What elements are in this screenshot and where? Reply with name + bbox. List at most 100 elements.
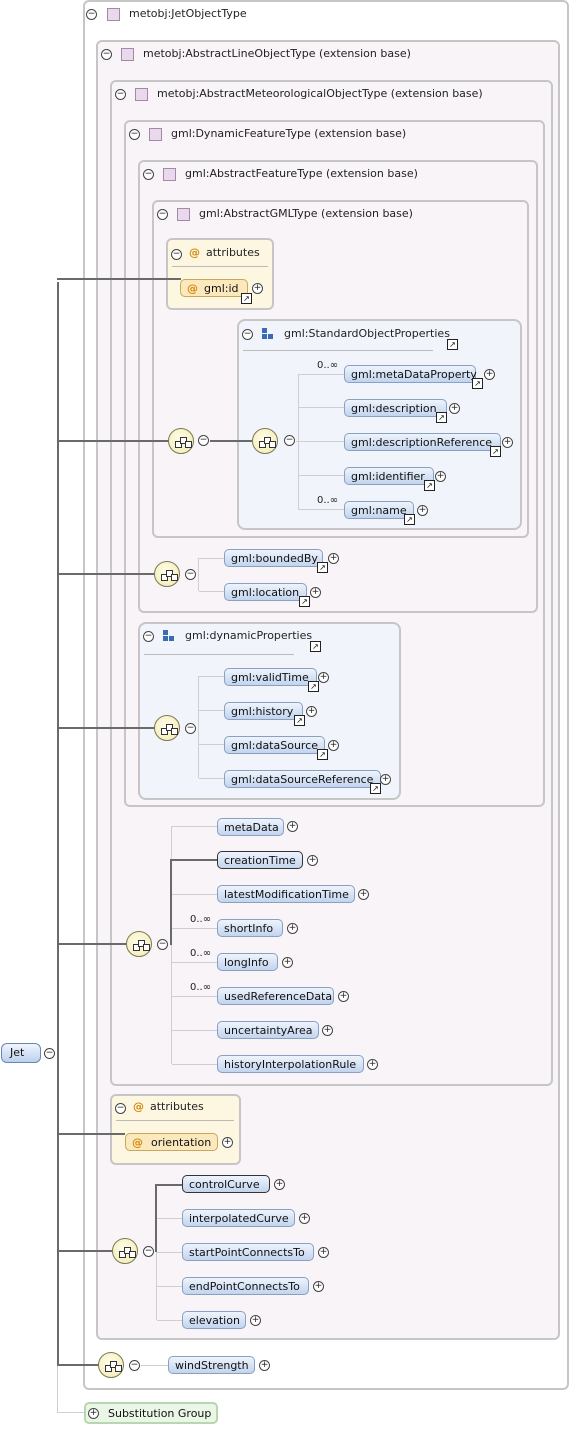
element-startpointconnectsto[interactable]: startPointConnectsTo (182, 1243, 314, 1261)
collapse-icon[interactable]: − (44, 1048, 55, 1059)
expand-icon[interactable]: + (259, 1360, 270, 1371)
element-gml-descriptionreference[interactable]: gml:descriptionReference (344, 433, 501, 451)
collapse-icon[interactable]: − (143, 1246, 154, 1257)
expand-icon[interactable]: + (318, 1247, 329, 1258)
collapse-icon[interactable]: − (185, 723, 196, 734)
element-latestmodificationtime[interactable]: latestModificationTime (217, 885, 355, 903)
expand-icon[interactable]: + (328, 740, 339, 751)
reference-arrow-icon[interactable]: ↗ (241, 293, 252, 304)
expand-icon[interactable]: + (306, 706, 317, 717)
collapse-icon[interactable]: − (129, 129, 140, 140)
expand-icon[interactable]: + (274, 1179, 285, 1190)
attribute-at-icon: @ (189, 246, 200, 259)
attribute-orientation[interactable]: @ orientation (125, 1133, 218, 1151)
collapse-icon[interactable]: − (185, 569, 196, 580)
collapse-icon[interactable]: − (129, 1360, 140, 1371)
element-creationtime[interactable]: creationTime (217, 851, 303, 869)
element-gml-datasourcereference[interactable]: gml:dataSourceReference (224, 770, 381, 788)
attr-name: orientation (151, 1136, 212, 1149)
element-longinfo[interactable]: longInfo (217, 953, 278, 971)
element-gml-history[interactable]: gml:history (224, 702, 303, 720)
collapse-icon[interactable]: − (284, 435, 295, 446)
expand-icon[interactable]: + (449, 403, 460, 414)
reference-arrow-icon[interactable]: ↗ (447, 339, 458, 350)
element-gml-description[interactable]: gml:description (344, 399, 447, 417)
element-gml-boundedby[interactable]: gml:boundedBy (224, 549, 323, 567)
reference-arrow-icon[interactable]: ↗ (308, 681, 319, 692)
collapse-icon[interactable]: − (143, 631, 154, 642)
attribute-gml-id[interactable]: @gml:id (180, 279, 248, 297)
collapse-icon[interactable]: − (157, 209, 168, 220)
connector (59, 1133, 125, 1135)
occurs-label: 0..∞ (317, 495, 339, 506)
expand-icon[interactable]: + (358, 889, 369, 900)
root-element-jet[interactable]: Jet (1, 1043, 41, 1063)
expand-icon[interactable]: + (287, 821, 298, 832)
expand-icon[interactable]: + (328, 553, 339, 564)
element-gml-datasource[interactable]: gml:dataSource (224, 736, 325, 754)
expand-icon[interactable]: + (310, 587, 321, 598)
element-historyinterpolationrule[interactable]: historyInterpolationRule (217, 1055, 364, 1073)
expand-icon[interactable]: + (380, 774, 391, 785)
expand-icon[interactable]: + (282, 957, 293, 968)
element-gml-name[interactable]: gml:name (344, 501, 414, 519)
element-usedreferencedata[interactable]: usedReferenceData (217, 987, 334, 1005)
element-windstrength[interactable]: windStrength (168, 1356, 255, 1374)
reference-arrow-icon[interactable]: ↗ (294, 715, 305, 726)
sequence-compositor-icon (168, 428, 194, 454)
expand-icon[interactable]: + (222, 1137, 233, 1148)
substitution-group[interactable]: Substitution Group (84, 1402, 218, 1424)
reference-arrow-icon[interactable]: ↗ (436, 412, 447, 423)
branch-connector (299, 475, 344, 476)
expand-icon[interactable]: + (313, 1281, 324, 1292)
collapse-icon[interactable]: − (115, 1103, 126, 1114)
reference-arrow-icon[interactable]: ↗ (317, 749, 328, 760)
reference-arrow-icon[interactable]: ↗ (370, 783, 381, 794)
expand-icon[interactable]: + (484, 369, 495, 380)
reference-arrow-icon[interactable]: ↗ (299, 596, 310, 607)
collapse-icon[interactable]: − (101, 49, 112, 60)
element-interpolatedcurve[interactable]: interpolatedCurve (182, 1209, 295, 1227)
expand-icon[interactable]: + (252, 283, 263, 294)
collapse-icon[interactable]: − (86, 9, 97, 20)
element-gml-identifier[interactable]: gml:identifier (344, 467, 434, 485)
expand-icon[interactable]: + (435, 471, 446, 482)
element-gml-metadataproperty[interactable]: gml:metaDataProperty (344, 365, 477, 383)
collapse-icon[interactable]: − (115, 89, 126, 100)
collapse-icon[interactable]: − (157, 939, 168, 950)
element-metadata[interactable]: metaData (217, 818, 284, 836)
element-gml-validtime[interactable]: gml:validTime (224, 668, 317, 686)
element-gml-location[interactable]: gml:location (224, 583, 307, 601)
reference-arrow-icon[interactable]: ↗ (404, 514, 415, 525)
expand-icon[interactable]: + (338, 991, 349, 1002)
expand-icon[interactable]: + (502, 437, 513, 448)
element-shortinfo[interactable]: shortInfo (217, 919, 283, 937)
reference-arrow-icon[interactable]: ↗ (424, 480, 435, 491)
collapse-icon[interactable]: − (242, 329, 253, 340)
collapse-icon[interactable]: − (143, 169, 154, 180)
reference-arrow-icon[interactable]: ↗ (310, 641, 321, 652)
expand-icon[interactable]: + (250, 1315, 261, 1326)
element-elevation[interactable]: elevation (182, 1311, 246, 1329)
element-controlcurve[interactable]: controlCurve (182, 1175, 270, 1193)
reference-arrow-icon[interactable]: ↗ (472, 378, 483, 389)
element-uncertaintyarea[interactable]: uncertaintyArea (217, 1021, 319, 1039)
expand-icon[interactable]: + (417, 505, 428, 516)
expand-icon[interactable]: + (307, 855, 318, 866)
reference-arrow-icon[interactable]: ↗ (317, 562, 328, 573)
expand-icon[interactable]: + (367, 1059, 378, 1070)
branch-connector (199, 744, 224, 745)
expand-icon[interactable]: + (88, 1408, 99, 1419)
collapse-icon[interactable]: − (198, 435, 209, 446)
expand-icon[interactable]: + (322, 1025, 333, 1036)
collapse-icon[interactable]: − (171, 249, 182, 260)
expand-icon[interactable]: + (318, 672, 329, 683)
attr-at: @ (132, 1136, 143, 1149)
reference-arrow-icon[interactable]: ↗ (490, 446, 501, 457)
attributes-title: attributes (206, 246, 260, 259)
branch-connector (172, 996, 217, 997)
element-endpointconnectsto[interactable]: endPointConnectsTo (182, 1277, 309, 1295)
expand-icon[interactable]: + (299, 1213, 310, 1224)
complex-type-icon (149, 128, 162, 141)
expand-icon[interactable]: + (287, 923, 298, 934)
